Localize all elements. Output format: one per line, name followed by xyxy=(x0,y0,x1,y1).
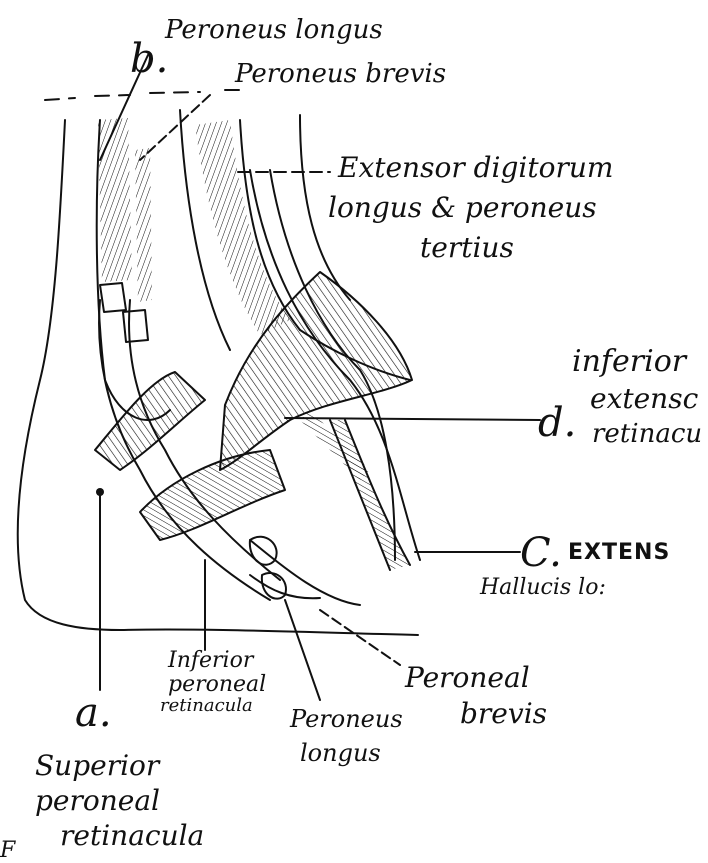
label-peroneus-longus-top: Peroneus longus xyxy=(165,16,383,46)
leader-d xyxy=(285,418,540,420)
label-peroneus-brevis-top: Peroneus brevis xyxy=(235,60,446,90)
peroneus-brevis-hatch xyxy=(135,148,152,302)
label-superior-peroneal-line3: retinacula xyxy=(60,820,204,852)
label-inferior-extensor-line1: inferior xyxy=(572,345,686,380)
label-inferior-peroneal-line2: peroneal xyxy=(168,672,266,697)
tendon-segment-1 xyxy=(100,283,126,312)
label-extensor-line3: tertius xyxy=(420,232,514,264)
label-extensor-line2: longus & peroneus xyxy=(328,192,597,224)
label-peroneal-brevis-2: brevis xyxy=(460,698,547,730)
peroneus-muscle-hatch xyxy=(98,118,132,282)
leader-peroneal-brevis xyxy=(320,610,400,665)
leader-a-dot xyxy=(96,488,104,496)
label-inferior-extensor-line3: retinacu xyxy=(592,420,702,450)
label-c-letter: C. xyxy=(520,530,562,576)
label-peroneus-longus-bottom-1: Peroneus xyxy=(290,706,403,734)
label-extensor-hallucis-line1: EXTENS xyxy=(568,540,670,565)
label-peroneal-brevis-1: Peroneal xyxy=(405,662,530,694)
label-extensor-line1: Extensor digitorum xyxy=(338,152,613,184)
label-peroneus-longus-bottom-2: longus xyxy=(300,740,381,768)
foot-sole-line xyxy=(120,629,418,635)
label-superior-peroneal-line2: peroneal xyxy=(35,785,160,817)
tendon-segment-2 xyxy=(123,310,148,342)
corner-mark: F xyxy=(0,838,15,863)
cut-line xyxy=(45,90,245,100)
label-inferior-peroneal-line1: Inferior xyxy=(168,648,253,673)
label-d-letter: d. xyxy=(538,400,576,446)
leader-peroneus-longus xyxy=(285,600,320,700)
label-inferior-peroneal-line3: retinacula xyxy=(160,696,253,717)
label-extensor-hallucis-line2: Hallucis lo: xyxy=(480,575,606,600)
label-superior-peroneal-line1: Superior xyxy=(35,750,159,782)
label-b-letter: b. xyxy=(130,36,168,82)
label-inferior-extensor-line2: extensc xyxy=(590,383,698,415)
label-a-letter: a. xyxy=(75,690,112,736)
